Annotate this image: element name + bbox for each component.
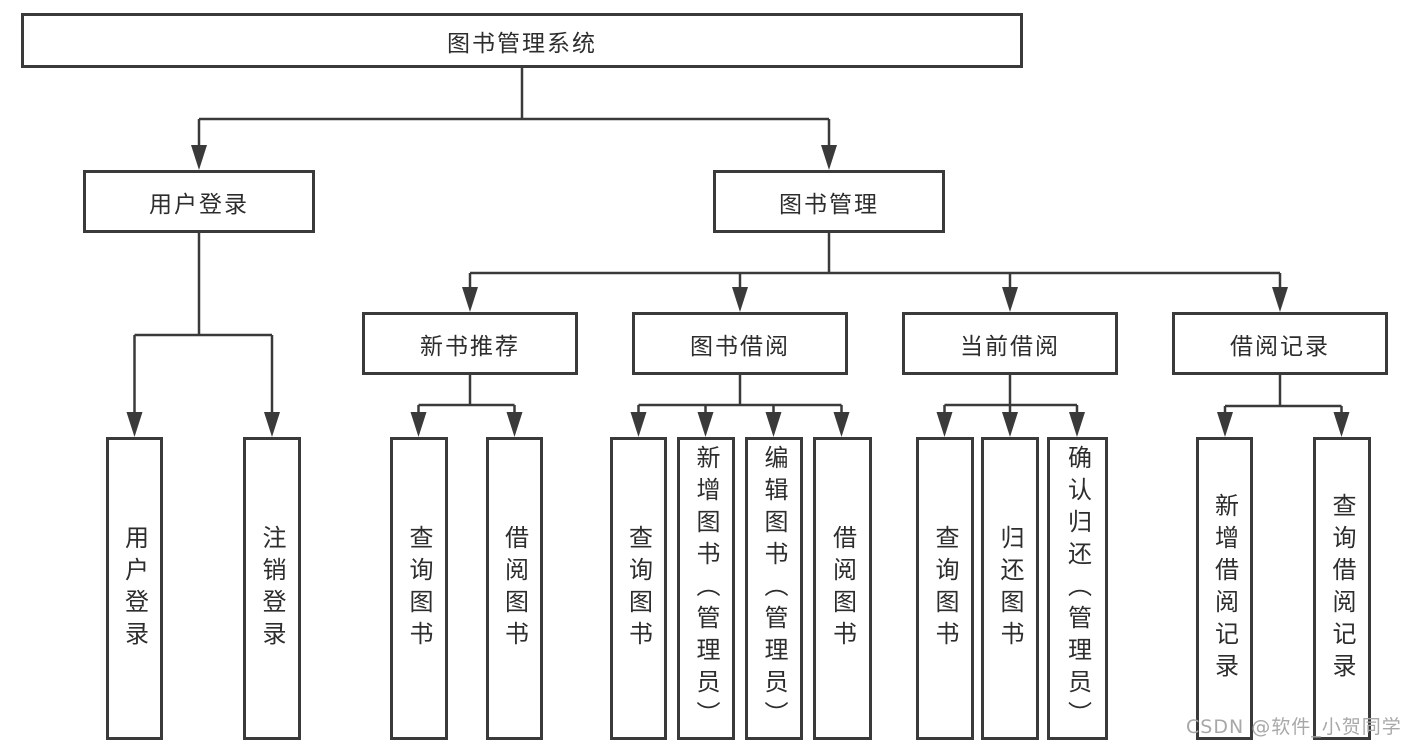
node-root: 图书管理系统 xyxy=(21,13,1023,68)
leaf-add-borrow-record: 新增借阅记录 xyxy=(1196,437,1253,740)
leaf-borrow-books-2: 借阅图书 xyxy=(813,437,872,740)
leaf-borrow-books-1-label: 借阅图书 xyxy=(500,524,529,653)
leaf-logout: 注销登录 xyxy=(243,437,301,740)
node-user-login-label: 用户登录 xyxy=(149,191,249,218)
leaf-logout-label: 注销登录 xyxy=(258,524,286,653)
node-root-label: 图书管理系统 xyxy=(447,30,597,57)
node-new-book-recommend-label: 新书推荐 xyxy=(420,333,520,360)
watermark: CSDN @软件_小贺同学 xyxy=(1186,716,1402,738)
node-book-borrow: 图书借阅 xyxy=(632,312,848,375)
leaf-user-login: 用户登录 xyxy=(106,437,163,740)
node-book-management-label: 图书管理 xyxy=(779,191,879,218)
node-current-borrow: 当前借阅 xyxy=(902,312,1118,375)
leaf-edit-book-admin-label: 编辑图书（管理员） xyxy=(760,444,788,733)
leaf-query-borrow-record: 查询借阅记录 xyxy=(1313,437,1371,740)
node-user-login: 用户登录 xyxy=(83,170,315,233)
leaf-query-books-3: 查询图书 xyxy=(916,437,974,740)
leaf-borrow-books-1: 借阅图书 xyxy=(486,437,543,740)
leaf-query-books-1: 查询图书 xyxy=(390,437,448,740)
node-borrow-records-label: 借阅记录 xyxy=(1230,333,1330,360)
node-book-borrow-label: 图书借阅 xyxy=(690,333,790,360)
leaf-query-books-2-label: 查询图书 xyxy=(624,524,653,653)
leaf-confirm-return-admin-label: 确认归还（管理员） xyxy=(1063,444,1092,733)
leaf-borrow-books-2-label: 借阅图书 xyxy=(828,524,857,653)
node-book-management: 图书管理 xyxy=(713,170,945,233)
leaf-return-book-label: 归还图书 xyxy=(996,524,1024,653)
leaf-add-book-admin-label: 新增图书（管理员） xyxy=(692,444,720,733)
leaf-edit-book-admin: 编辑图书（管理员） xyxy=(745,437,803,740)
leaf-add-book-admin: 新增图书（管理员） xyxy=(677,437,735,740)
leaf-query-books-1-label: 查询图书 xyxy=(405,524,433,653)
leaf-return-book: 归还图书 xyxy=(981,437,1039,740)
leaf-user-login-label: 用户登录 xyxy=(120,524,149,653)
leaf-query-borrow-record-label: 查询借阅记录 xyxy=(1328,492,1356,685)
node-new-book-recommend: 新书推荐 xyxy=(362,312,578,375)
leaf-confirm-return-admin: 确认归还（管理员） xyxy=(1047,437,1108,740)
leaf-query-books-2: 查询图书 xyxy=(610,437,667,740)
leaf-query-books-3-label: 查询图书 xyxy=(931,524,959,653)
node-borrow-records: 借阅记录 xyxy=(1172,312,1388,375)
leaf-add-borrow-record-label: 新增借阅记录 xyxy=(1210,492,1239,685)
node-current-borrow-label: 当前借阅 xyxy=(960,333,1060,360)
